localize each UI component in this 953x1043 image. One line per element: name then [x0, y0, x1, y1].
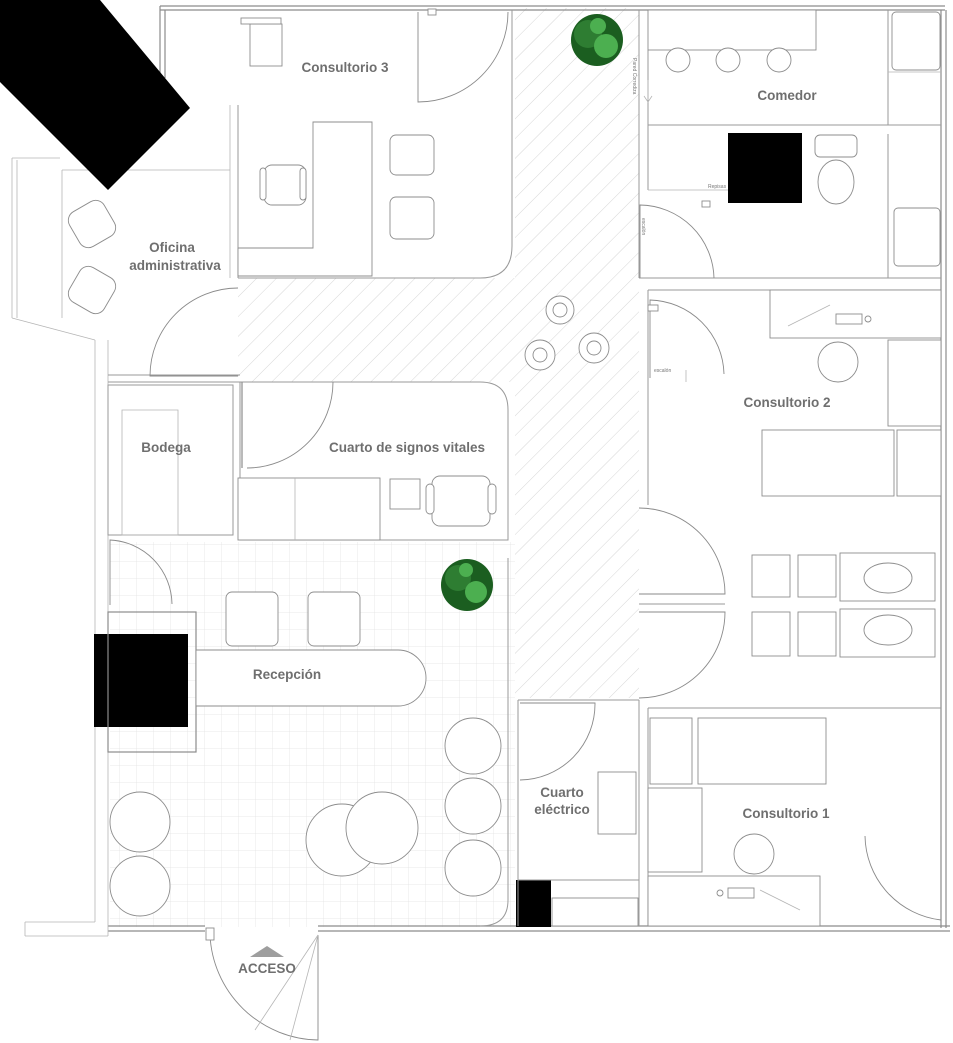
waiting-stools: [444, 717, 502, 897]
label-escalon-a: escalón: [640, 218, 646, 235]
structural-columns: [0, 0, 802, 927]
cuarto-signos-vitales: Cuarto de signos vitales: [237, 381, 509, 541]
door-c1: [864, 835, 942, 921]
column-reception: [94, 634, 188, 727]
desk-l-shape: [237, 121, 373, 277]
door-bodega: [109, 539, 173, 605]
chair-c1: [733, 833, 775, 875]
label-cuarto-l1: Cuarto: [540, 785, 584, 800]
office-chair: [259, 164, 307, 206]
label-pared-corrediza: Pared Corrediza: [631, 58, 637, 95]
chair-c2: [817, 341, 859, 383]
consultorio-1: Consultorio 1: [647, 707, 942, 927]
door-oficina: [149, 287, 239, 377]
door-c2: [649, 299, 725, 378]
entrance: ACCESO: [205, 927, 319, 1041]
reception-chairs: [225, 591, 361, 647]
cuarto-electrico: Cuarto eléctrico: [517, 699, 640, 927]
waiting-armchairs: [109, 791, 171, 917]
door-sinks-upper: [638, 507, 726, 595]
label-comedor: Comedor: [757, 88, 817, 103]
counter: [647, 9, 817, 51]
bodega: Bodega: [107, 384, 234, 605]
label-repisas: Repisas: [708, 184, 727, 190]
toilet-tank: [814, 134, 858, 158]
door-bathroom: [639, 204, 715, 279]
exam-bed-c2: [761, 429, 895, 497]
exam-chair: [425, 475, 497, 527]
sink-top: [891, 11, 941, 71]
entrance-arrow-icon: [250, 946, 284, 957]
label-consultorio-2: Consultorio 2: [744, 395, 831, 410]
comedor: Repisas Pared Corrediza Comedor: [631, 9, 817, 278]
reception-desk: [195, 649, 427, 707]
consultorio-3: Consultorio 3: [237, 8, 513, 279]
label-cuarto-l2: eléctrico: [534, 802, 590, 817]
label-bodega: Bodega: [141, 440, 191, 455]
people-figures: [524, 295, 610, 371]
sink-area: [638, 507, 936, 699]
plant-icon-reception: [441, 559, 493, 611]
door-consultorio3: [417, 11, 509, 103]
label-signos: Cuarto de signos vitales: [329, 440, 485, 455]
sink-lower: [893, 207, 941, 267]
bathroom-upper: escalón: [639, 10, 941, 279]
meeting-chairs: [67, 199, 117, 315]
label-oficina-l2: administrativa: [129, 258, 221, 273]
label-consultorio-3: Consultorio 3: [302, 60, 389, 75]
label-consultorio-1: Consultorio 1: [743, 806, 830, 821]
lamp-fixture: [240, 17, 283, 67]
column-electrical: [516, 880, 551, 927]
desk-c1: [647, 875, 821, 927]
plant-icon-top: [571, 14, 623, 66]
recepcion: Recepción: [107, 558, 509, 927]
column-top-left: [0, 0, 190, 190]
label-escalon-b: escalón: [654, 368, 671, 374]
door-electrico: [519, 702, 596, 781]
consultorio-2: escalón Consultorio 2: [647, 289, 942, 505]
entrance-door: [209, 934, 319, 1041]
door-signos: [246, 381, 334, 469]
toilet-bowl: [817, 159, 855, 205]
visitor-chairs: [389, 134, 435, 240]
oficina-administrativa: Oficina administrativa: [67, 199, 240, 383]
label-acceso: ACCESO: [238, 961, 296, 976]
bar-stools: [665, 47, 792, 73]
door-sinks-lower: [638, 611, 726, 699]
exam-bed-c1: [697, 717, 827, 785]
label-recepcion: Recepción: [253, 667, 321, 682]
column-comedor: [728, 133, 802, 203]
label-oficina-l1: Oficina: [149, 240, 195, 255]
round-tables: [305, 791, 419, 877]
